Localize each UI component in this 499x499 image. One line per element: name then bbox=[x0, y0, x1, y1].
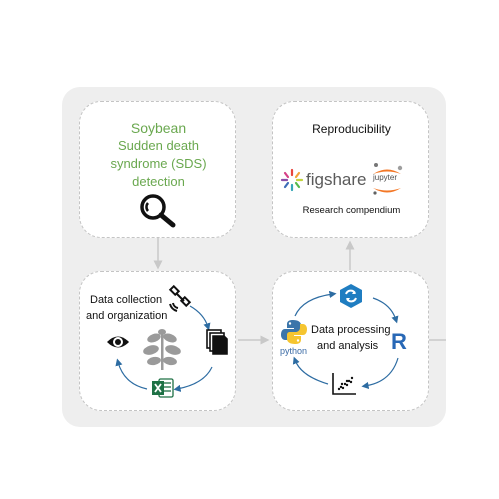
processing-line-2: and analysis bbox=[317, 340, 379, 352]
reproducibility-title: Reproducibility bbox=[312, 122, 391, 136]
sds-line-3: syndrome (SDS) bbox=[110, 156, 207, 171]
figshare-logo-icon bbox=[280, 168, 304, 192]
collection-line-1: Data collection bbox=[90, 294, 163, 306]
data-collection-card: Data collection and organization bbox=[79, 271, 236, 411]
processing-cycle-arrows bbox=[292, 290, 399, 390]
processing-line-1: Data processing bbox=[311, 324, 391, 336]
sds-line-1: Soybean bbox=[130, 120, 187, 136]
sds-line-2: Sudden death bbox=[118, 138, 199, 153]
collection-cycle-arrows bbox=[115, 305, 213, 392]
sds-line-4: detection bbox=[132, 174, 185, 189]
r-icon: R bbox=[391, 329, 407, 354]
python-label: python bbox=[280, 346, 308, 356]
data-processing-card: Data processing and analysis python R R bbox=[272, 271, 429, 411]
jupyter-label: jupyter bbox=[373, 173, 398, 182]
python-icon bbox=[281, 320, 307, 344]
sds-detection-card: Soybean Sudden death syndrome (SDS) dete… bbox=[79, 101, 236, 238]
reproducibility-card: Reproducibility figshare jupyter Researc… bbox=[272, 101, 429, 238]
documents-icon bbox=[206, 329, 228, 355]
figshare-label: figshare bbox=[306, 170, 367, 189]
magnifier-icon bbox=[140, 194, 176, 228]
soybean-plant-icon bbox=[143, 329, 181, 370]
eye-icon bbox=[107, 336, 129, 348]
collection-line-2: and organization bbox=[86, 310, 168, 322]
satellite-icon bbox=[168, 284, 192, 312]
svg-text:R: R bbox=[391, 329, 407, 354]
workflow-icon bbox=[340, 284, 362, 308]
jupyter-logo-icon bbox=[373, 163, 403, 195]
scatter-plot-icon bbox=[332, 373, 356, 395]
research-compendium-caption: Research compendium bbox=[302, 205, 401, 216]
excel-icon bbox=[152, 378, 174, 398]
